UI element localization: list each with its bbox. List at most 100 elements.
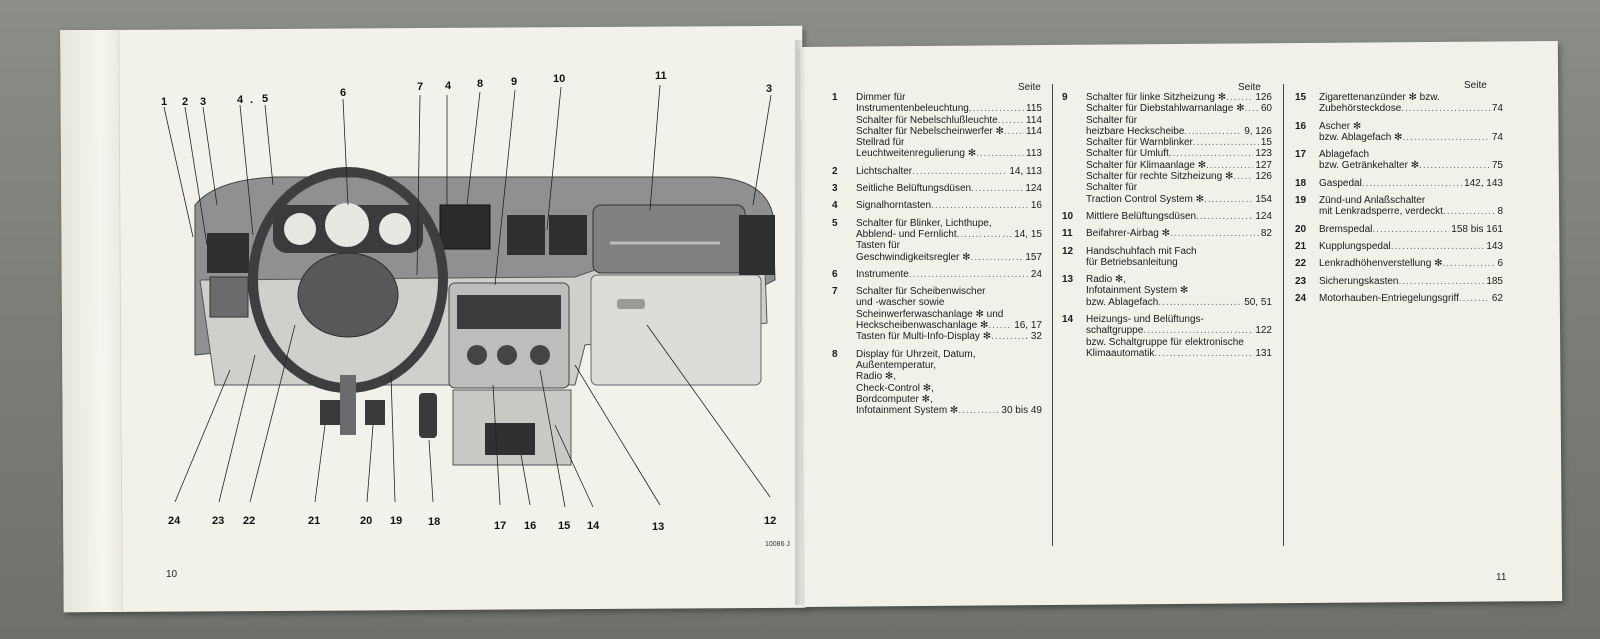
entry-text: Instrumente	[856, 268, 909, 280]
entry-line: Radio ✻,	[1086, 274, 1272, 285]
entry-line: Dimmer für	[856, 92, 1042, 103]
dot-leader	[931, 200, 1029, 211]
entry-text: Schalter für Klimaanlage ✻	[1086, 159, 1207, 171]
entry-line: Gaspedal 142, 143	[1319, 178, 1503, 189]
entry-line: Zigarettenanzünder ✻ bzw.	[1319, 92, 1503, 103]
entry-number: 5	[832, 217, 838, 229]
index-entry: 20 Bremspedal158 bis 161	[1295, 224, 1503, 235]
entry-text: Gaspedal	[1319, 177, 1362, 189]
entry-text: Seitliche Belüftungsdüsen	[856, 183, 972, 195]
index-entry: 21Kupplungspedal143	[1295, 241, 1503, 252]
entry-line: Schalter für Klimaanlage ✻127	[1086, 160, 1272, 171]
callout-label: 4	[445, 80, 452, 92]
entry-line: Tasten für Multi-Info-Display ✻32	[856, 331, 1042, 342]
dot-leader	[1143, 325, 1253, 336]
entry-number: 24	[1295, 292, 1307, 304]
callout-label: 11	[655, 70, 667, 82]
dot-leader	[909, 269, 1029, 280]
index-entry: 6 Instrumente 24	[832, 269, 1042, 280]
entry-page-ref: 142, 143	[1464, 177, 1503, 189]
entry-line: Bremspedal158 bis 161	[1319, 224, 1503, 235]
entry-text: Schalter für rechte Sitzheizung ✻	[1086, 171, 1234, 183]
entry-page-ref: 114	[1026, 125, 1042, 137]
book-gutter-shadow	[795, 40, 813, 605]
entry-line: Infotainment System ✻	[1086, 285, 1272, 296]
entry-line: Heizungs- und Belüftungs-	[1086, 314, 1272, 325]
entry-line: Schalter für Umluft123	[1086, 148, 1272, 159]
entry-text: Heckscheibenwaschanlage ✻	[856, 320, 989, 332]
entry-text: Traction Control System ✻	[1086, 193, 1205, 205]
dot-leader	[957, 229, 1013, 240]
entry-page-ref: 50, 51	[1244, 296, 1272, 308]
column-divider	[1052, 84, 1053, 546]
dot-leader	[1170, 228, 1259, 239]
entry-text: Zünd-und Anlaßschalter	[1319, 195, 1426, 207]
entry-line: Schalter für Nebelscheinwerfer ✻ 114	[856, 126, 1042, 137]
entry-line: Leuchtweitenregulierung ✻113	[856, 148, 1042, 159]
entry-line: Handschuhfach mit Fach	[1086, 246, 1272, 257]
index-entry: 4Signalhorntasten16	[832, 200, 1042, 211]
dot-leader	[991, 331, 1029, 342]
entry-text: Scheinwerferwaschanlage ✻ und	[856, 308, 1004, 320]
page-number-right: 11	[1496, 572, 1507, 583]
entry-text: Sicherungskasten	[1319, 275, 1399, 287]
entry-text: Lenkradhöhenverstellung ✻	[1319, 258, 1443, 270]
callout-label: 22	[243, 515, 256, 527]
entry-page-ref: 114	[1026, 114, 1042, 126]
entry-text: Bordcomputer ✻,	[856, 393, 933, 405]
entry-line: Zubehörsteckdose74	[1319, 103, 1503, 114]
callout-label: 9	[511, 76, 518, 88]
entry-page-ref: 9, 126	[1244, 125, 1272, 137]
entry-number: 20	[1295, 223, 1307, 235]
entry-line: für Betriebsanleitung	[1086, 257, 1272, 268]
entry-text: Signalhorntasten	[856, 200, 932, 212]
entry-text: Infotainment System ✻	[1086, 285, 1189, 297]
dot-leader	[1226, 92, 1253, 103]
dot-leader	[1158, 297, 1242, 308]
entry-text: Geschwindigkeitsregler ✻	[856, 251, 971, 263]
callout-label: 20	[360, 515, 373, 527]
entry-line: Signalhorntasten16	[856, 200, 1042, 211]
entry-page-ref: 14, 113	[1009, 165, 1042, 177]
seite-label-col1: Seite	[1018, 82, 1041, 93]
entry-line: Schalter für Diebstahlwarnanlage ✻60	[1086, 103, 1272, 114]
entry-number: 9	[1062, 92, 1068, 103]
callout-label: 13	[652, 521, 665, 533]
entry-number: 6	[832, 268, 838, 280]
entry-line: Schalter für Scheibenwischer	[856, 286, 1042, 297]
entry-text: bzw. Schaltgruppe für elektronische	[1086, 336, 1244, 348]
callout-label: .	[250, 94, 254, 106]
entry-page-ref: 24	[1030, 268, 1042, 280]
entry-text: Schalter für Umluft	[1086, 148, 1169, 160]
entry-line: bzw. Ablagefach ✻74	[1319, 132, 1503, 143]
callout-label: 6	[340, 87, 347, 99]
callout-label: 17	[494, 520, 507, 532]
entry-text: Schalter für	[1086, 114, 1138, 126]
entry-line: Radio ✻,	[856, 371, 1042, 382]
entry-page-ref: 8	[1497, 206, 1503, 218]
entry-page-ref: 60	[1260, 103, 1272, 115]
entry-text: Ascher ✻	[1319, 120, 1362, 132]
dot-leader	[1169, 148, 1254, 159]
callout-label: 8	[477, 78, 484, 90]
entry-text: Zubehörsteckdose	[1319, 103, 1402, 115]
entry-number: 1	[832, 92, 838, 103]
entry-number: 16	[1295, 120, 1307, 132]
dashboard-illustration	[163, 84, 776, 508]
entry-page-ref: 158 bis 161	[1451, 223, 1503, 235]
entry-line: Ascher ✻	[1319, 121, 1503, 132]
column-divider	[1283, 84, 1284, 546]
entry-text: und -wascher sowie	[856, 297, 945, 309]
entry-text: Dimmer für	[856, 92, 906, 103]
entry-page-ref: 74	[1491, 131, 1503, 143]
entry-text: Schalter für Nebelscheinwerfer ✻	[856, 125, 1004, 137]
entry-number: 21	[1295, 240, 1307, 252]
page-number-left: 10	[166, 569, 178, 580]
dot-leader	[1459, 293, 1490, 304]
